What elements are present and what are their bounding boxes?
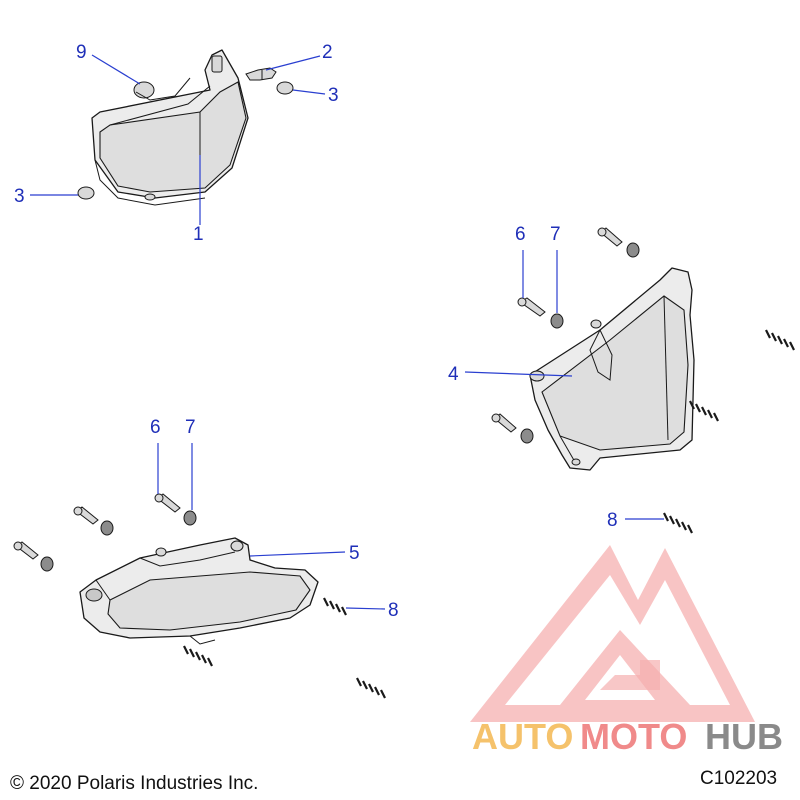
spring-left-3	[356, 677, 386, 699]
callout-5: 5	[349, 543, 360, 564]
callout-8-right: 8	[607, 510, 618, 531]
watermark-hub: HUB	[705, 716, 783, 757]
part-1-headlamp	[91, 49, 249, 206]
spring-8-left	[323, 597, 347, 616]
spring-left-2	[183, 645, 213, 667]
copyright-text: © 2020 Polaris Industries Inc.	[10, 773, 258, 794]
part-3-oring-left	[77, 186, 95, 200]
part-4-lamp-housing	[529, 267, 695, 471]
callout-2: 2	[322, 42, 333, 63]
diagram-code: C102203	[700, 768, 777, 789]
callout-6-right: 6	[515, 224, 526, 245]
callout-7-left: 7	[185, 417, 196, 438]
callout-8-left: 8	[388, 600, 399, 621]
spring-8-right	[663, 512, 693, 534]
washer-far-left	[40, 556, 54, 572]
automotohub-logo	[470, 545, 755, 722]
callout-1: 1	[193, 224, 204, 245]
watermark-auto: AUTO	[472, 716, 573, 757]
washer-lower-right	[520, 428, 534, 444]
bolt-lower-right	[491, 413, 517, 433]
spring-right-2	[689, 400, 719, 422]
bolt-far-left	[13, 541, 39, 560]
watermark-moto: MOTO	[580, 716, 687, 757]
callout-6-left: 6	[150, 417, 161, 438]
callout-3-left: 3	[14, 186, 25, 207]
callout-9: 9	[76, 42, 87, 63]
part-2-plug	[245, 67, 277, 81]
callout-4: 4	[448, 364, 459, 385]
callout-3-top: 3	[328, 85, 339, 106]
callout-7-right: 7	[550, 224, 561, 245]
washer-mid-left	[100, 520, 114, 536]
bolt-mid-left	[73, 506, 99, 525]
bolt-6-left	[154, 493, 181, 513]
part-5-lamp	[79, 537, 319, 645]
washer-7-right	[550, 313, 564, 329]
bolt-upper-right	[597, 227, 623, 247]
washer-7-left	[183, 510, 197, 526]
spring-right-1	[765, 329, 795, 351]
bolt-6-right	[517, 297, 546, 317]
washer-upper-right	[626, 242, 640, 258]
part-3-oring-top	[276, 81, 294, 95]
